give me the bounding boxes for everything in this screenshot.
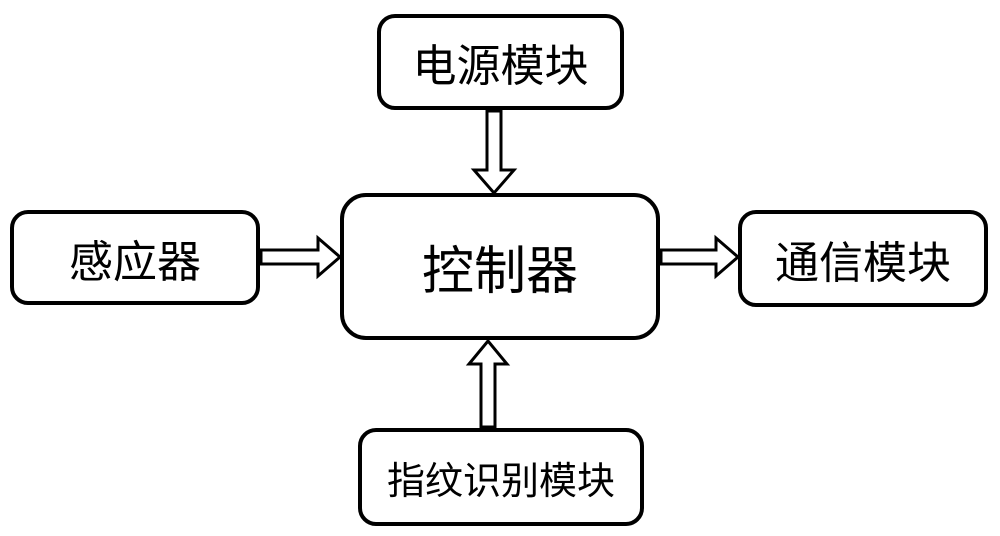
power-module-label: 电源模块 bbox=[412, 41, 589, 92]
arrow-sensor-to-controller bbox=[259, 234, 343, 280]
communication-module-label: 通信模块 bbox=[775, 237, 951, 289]
arrow-fingerprint-to-controller bbox=[465, 338, 511, 429]
sensor-box: 感应器 bbox=[10, 210, 260, 305]
communication-module-box: 通信模块 bbox=[738, 210, 988, 307]
controller-label: 控制器 bbox=[421, 242, 578, 302]
controller-box: 控制器 bbox=[340, 193, 660, 340]
arrow-controller-to-communication bbox=[659, 234, 741, 280]
fingerprint-module-label: 指纹识别模块 bbox=[386, 458, 615, 503]
fingerprint-module-box: 指纹识别模块 bbox=[358, 428, 644, 526]
sensor-label: 感应器 bbox=[69, 236, 201, 288]
power-module-box: 电源模块 bbox=[377, 14, 624, 110]
arrow-power-to-controller bbox=[470, 109, 518, 196]
